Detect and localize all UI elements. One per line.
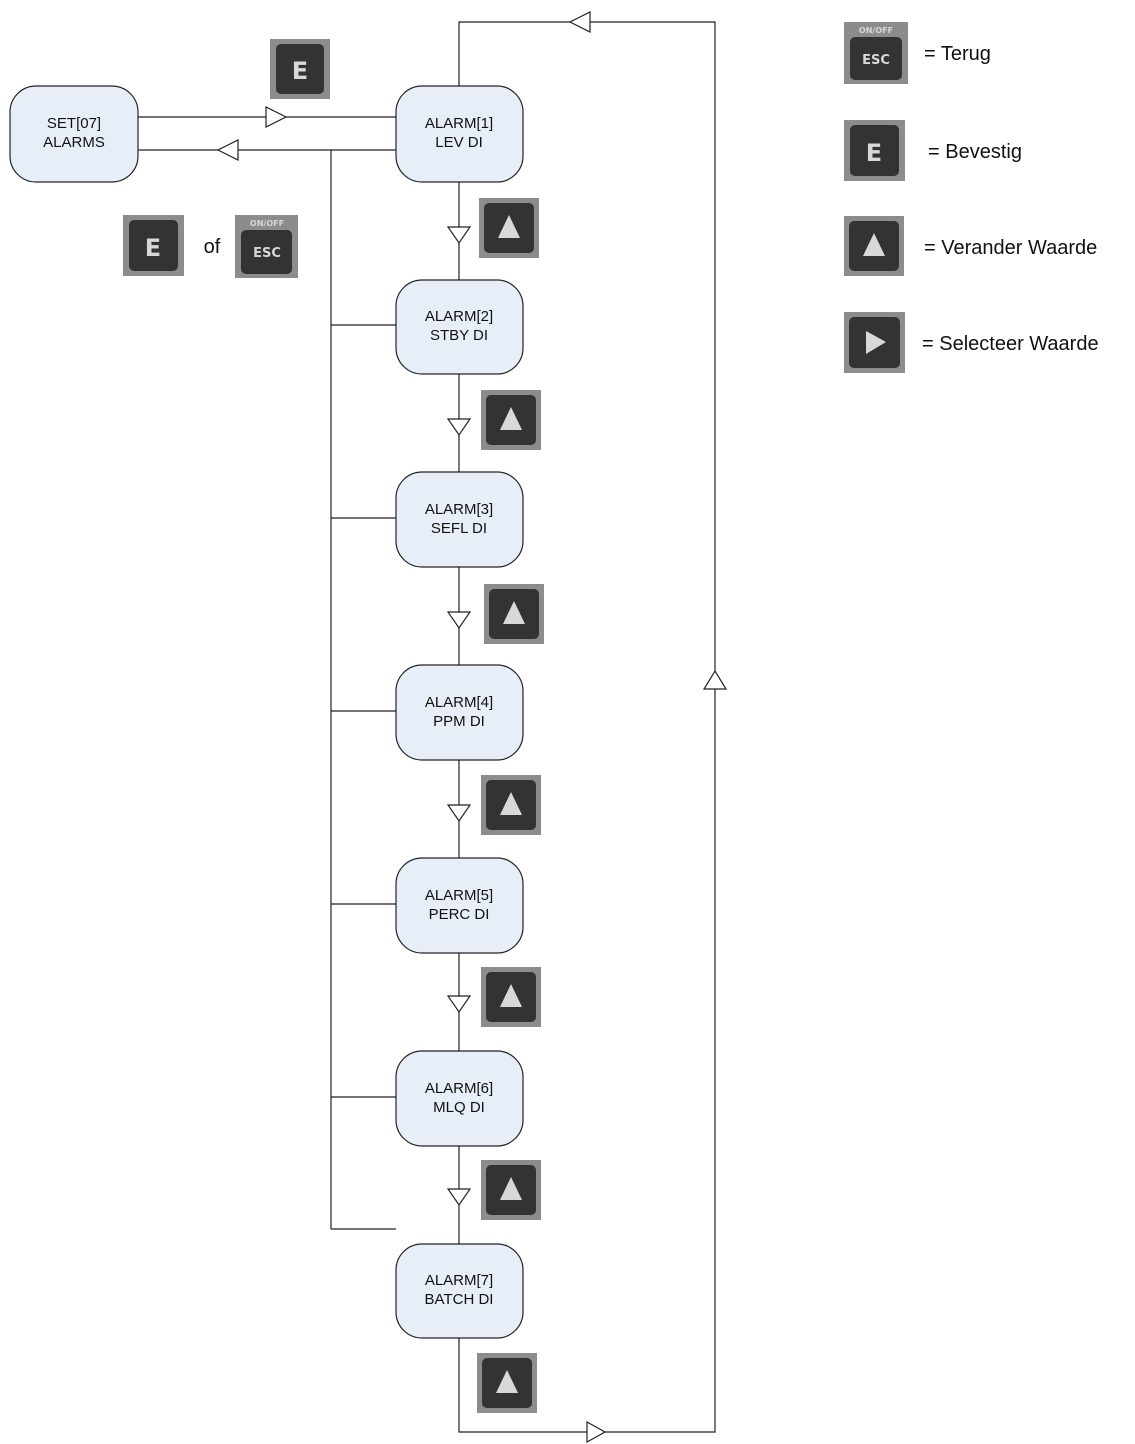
esc-key-top-label: ON/OFF: [250, 219, 284, 228]
alarm-subtitle: LEV DI: [435, 134, 483, 151]
arrow-down-icon: [446, 611, 472, 630]
e-key-letter: E: [292, 57, 308, 85]
arrow-up-icon: [702, 669, 728, 690]
up-key-icon: [477, 1353, 537, 1413]
alarm-subtitle: PERC DI: [429, 906, 490, 923]
up-key-icon: [481, 775, 541, 835]
arrow-down-icon: [446, 418, 472, 437]
alarm-title: ALARM[2]: [425, 308, 493, 325]
arrow-left-icon: [568, 11, 591, 33]
alarm-node-2: ALARM[2] STBY DI: [395, 279, 524, 375]
e-key-icon: E: [123, 215, 184, 276]
or-connector-text: of: [204, 236, 221, 258]
arrow-down-icon: [446, 226, 472, 245]
alarm-title: ALARM[5]: [425, 887, 493, 904]
alarm-subtitle: STBY DI: [430, 327, 488, 344]
right-key-icon: [844, 312, 905, 373]
esc-key-icon: ON/OFF ESC: [235, 215, 298, 278]
up-key-icon: [479, 198, 539, 258]
legend-item-right: = Selecteer Waarde: [844, 312, 1099, 373]
alarm-node-6: ALARM[6] MLQ DI: [395, 1050, 524, 1147]
e-key-icon: E: [270, 39, 330, 99]
arrow-down-icon: [446, 1188, 472, 1207]
legend-item-up: = Verander Waarde: [844, 216, 1097, 276]
alarm-title: ALARM[1]: [425, 115, 493, 132]
e-key-icon: E: [844, 120, 905, 181]
arrow-right-icon: [586, 1420, 607, 1444]
legend: ON/OFF ESC = Terug E = Bevestig = Verand…: [844, 22, 1099, 373]
up-key-icon: [481, 1160, 541, 1220]
arrow-right-icon: [265, 106, 288, 128]
alarm-title: ALARM[6]: [425, 1080, 493, 1097]
up-key-icon: [844, 216, 904, 276]
alarm-subtitle: SEFL DI: [431, 520, 487, 537]
arrow-down-icon: [446, 804, 472, 823]
esc-key-label: ESC: [253, 246, 281, 261]
alarm-node-4: ALARM[4] PPM DI: [395, 664, 524, 761]
arrow-left-icon: [216, 139, 239, 161]
node-title: SET[07]: [47, 115, 101, 132]
alarm-title: ALARM[4]: [425, 694, 493, 711]
alarm-title: ALARM[3]: [425, 501, 493, 518]
e-key-letter: E: [866, 139, 882, 167]
e-key-letter: E: [145, 234, 161, 262]
alarm-node-3: ALARM[3] SEFL DI: [395, 471, 524, 568]
alarm-title: ALARM[7]: [425, 1272, 493, 1289]
legend-text-confirm: = Bevestig: [928, 141, 1022, 163]
alarm-subtitle: PPM DI: [433, 713, 485, 730]
alarm-subtitle: BATCH DI: [425, 1291, 494, 1308]
up-key-icon: [481, 967, 541, 1027]
alarm-node-1: ALARM[1] LEV DI: [395, 85, 524, 183]
loop-back-line: [458, 21, 716, 1433]
up-key-icon: [484, 584, 544, 644]
esc-key-icon: ON/OFF ESC: [844, 22, 908, 84]
legend-item-e: E = Bevestig: [844, 120, 1022, 181]
node-subtitle: ALARMS: [43, 134, 105, 151]
set07-alarms-node: SET[07] ALARMS: [9, 85, 139, 183]
alarm-node-5: ALARM[5] PERC DI: [395, 857, 524, 954]
up-key-icon: [481, 390, 541, 450]
esc-key-top-label: ON/OFF: [859, 26, 893, 35]
alarm-node-7: ALARM[7] BATCH DI: [395, 1243, 524, 1339]
esc-key-label: ESC: [862, 53, 890, 68]
exit-hint: E of ON/OFF ESC: [123, 215, 298, 278]
legend-text-back: = Terug: [924, 43, 991, 65]
flow-arrows: [216, 11, 728, 1444]
legend-item-esc: ON/OFF ESC = Terug: [844, 22, 991, 84]
arrow-down-icon: [446, 995, 472, 1014]
legend-text-select-value: = Selecteer Waarde: [922, 333, 1099, 355]
alarm-subtitle: MLQ DI: [433, 1099, 485, 1116]
legend-text-change-value: = Verander Waarde: [924, 237, 1097, 259]
